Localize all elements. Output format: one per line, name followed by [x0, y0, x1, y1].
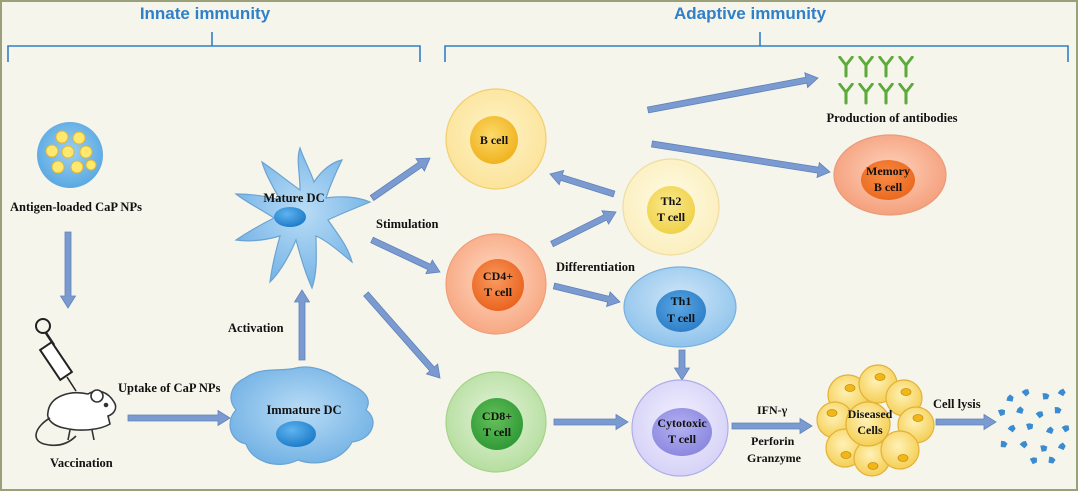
b-cell-label: B cell: [480, 133, 509, 147]
cd8-t-cell: [445, 371, 547, 473]
debris-fragment: [1057, 388, 1066, 397]
adaptive-bracket: [444, 32, 1069, 62]
arrow-np-to-vaccination: [59, 231, 77, 309]
th2-t-cell: [622, 158, 720, 256]
cd8-label-line1: CD8+: [482, 409, 512, 423]
cytotoxic-label-line2: T cell: [668, 432, 697, 446]
uptake-label: Uptake of CaP NPs: [118, 381, 221, 395]
memory-label-line2: B cell: [874, 180, 903, 194]
debris-fragment: [1042, 393, 1050, 400]
memory-label-line1: Memory: [866, 164, 910, 178]
debris-fragment: [1061, 425, 1070, 433]
debris-fragment: [1029, 457, 1038, 465]
differentiation-label: Differentiation: [556, 260, 635, 274]
immature-dc-label: Immature DC: [266, 403, 341, 417]
arrow-cell-lysis: [935, 413, 997, 431]
cd4-label-line1: CD4+: [483, 269, 513, 283]
ifn-label: IFN-γ: [757, 403, 788, 417]
th2-label-line1: Th2: [661, 194, 682, 208]
debris-fragment: [1019, 440, 1028, 449]
diseased-label-line2: Cells: [857, 423, 883, 437]
debris-fragment: [1000, 440, 1008, 448]
arrow-uptake: [127, 409, 231, 427]
th2-label-line2: T cell: [657, 210, 686, 224]
memory-b-cell: [833, 134, 947, 216]
arrow-th1-to-cytotoxic: [673, 349, 691, 381]
arrow-cytotoxic-to-diseased: [731, 417, 813, 435]
cytotoxic-t-cell: [631, 379, 729, 477]
cd4-t-cell: [445, 233, 547, 335]
debris-icon: [997, 388, 1070, 465]
arrow-cd4-to-th1: [552, 282, 621, 308]
arrow-th2-to-bcell: [549, 169, 616, 198]
antigen-loaded-label: Antigen-loaded CaP NPs: [10, 200, 142, 214]
adaptive-immunity-header: Adaptive immunity: [674, 4, 827, 23]
mature-dc-label: Mature DC: [263, 191, 324, 205]
debris-fragment: [1046, 426, 1054, 434]
antibody-icon: [838, 56, 914, 105]
mouse-icon: [35, 389, 117, 447]
debris-fragment: [1021, 389, 1030, 397]
debris-fragment: [1006, 394, 1014, 402]
th1-label-line1: Th1: [671, 294, 692, 308]
arrow-cd4-to-th2: [550, 210, 617, 248]
flow-arrows: [59, 72, 997, 435]
mature-dc-cell: [234, 146, 372, 290]
debris-fragment: [1054, 406, 1062, 414]
immature-dc-nucleus: [276, 421, 316, 447]
diseased-nuclei: [826, 373, 924, 470]
arrow-dc-to-bcell: [369, 157, 431, 202]
th1-t-cell: [623, 266, 737, 348]
th1-label-line2: T cell: [667, 311, 696, 325]
diseased-label-line1: Diseased: [848, 407, 893, 421]
arrow-cd8-to-cytotoxic: [553, 413, 629, 431]
nanoparticle-cluster-icon: [37, 122, 103, 188]
innate-immunity-header: Innate immunity: [140, 4, 271, 23]
vaccination-label: Vaccination: [50, 456, 113, 470]
mature-dc-nucleus: [274, 207, 306, 227]
cd4-label-line2: T cell: [484, 285, 513, 299]
arrow-dc-to-cd4: [370, 236, 441, 275]
b-cell: [445, 88, 547, 190]
debris-fragment: [1035, 411, 1044, 419]
arrow-bcell-to-antibodies: [646, 72, 819, 114]
perforin-label: Perforin: [751, 434, 795, 448]
debris-fragment: [1040, 445, 1048, 452]
cytotoxic-label-line1: Cytotoxic: [657, 416, 707, 430]
innate-bracket: [7, 32, 421, 62]
arrow-dc-to-cd8: [363, 291, 441, 379]
debris-fragment: [1007, 424, 1016, 433]
diseased-cells-cluster: [816, 364, 935, 477]
arrow-activation: [293, 289, 311, 361]
production-antibodies-label: Production of antibodies: [826, 111, 957, 125]
cd8-label-line2: T cell: [483, 425, 512, 439]
granzyme-label: Granzyme: [747, 451, 802, 465]
cell-lysis-label: Cell lysis: [933, 397, 981, 411]
stimulation-label: Stimulation: [376, 217, 439, 231]
debris-fragment: [1048, 456, 1056, 464]
arrow-bcell-to-memory: [651, 140, 831, 179]
debris-fragment: [1026, 423, 1034, 430]
debris-fragment: [997, 409, 1006, 417]
debris-fragment: [1057, 442, 1066, 451]
debris-fragment: [1016, 406, 1024, 414]
syringe-icon: [35, 318, 77, 392]
immature-dc-cell: [229, 366, 374, 465]
activation-label: Activation: [228, 321, 284, 335]
